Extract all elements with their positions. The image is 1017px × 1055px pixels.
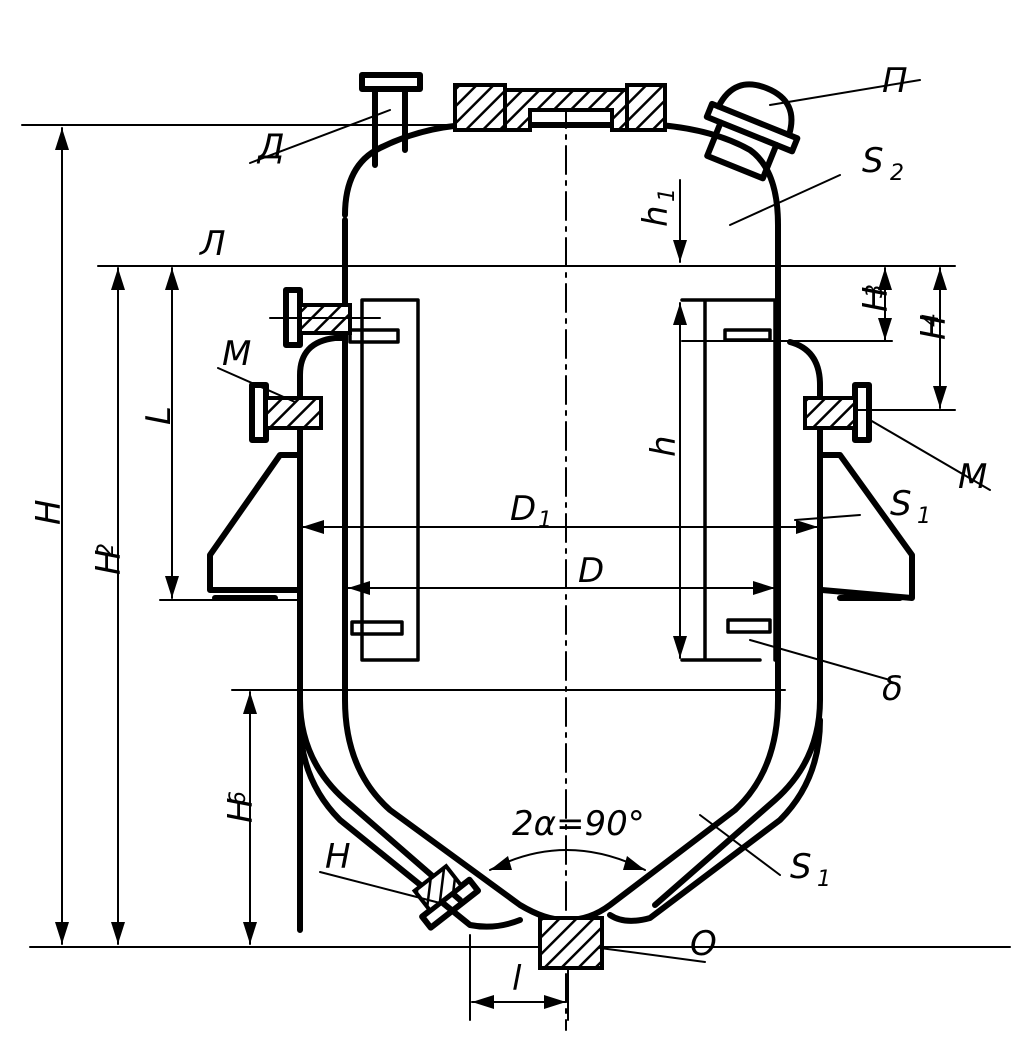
- label-d-top: Д: [256, 127, 285, 167]
- label-angle: 2α=90°: [512, 804, 645, 844]
- nozzle-m-left: [249, 382, 323, 443]
- top-head: [342, 122, 781, 228]
- label-h4-sub: 4: [919, 313, 944, 327]
- label-h1-sub: 1: [655, 188, 680, 202]
- nozzle-m-right: [803, 382, 872, 443]
- label-s1-bot-sub: 1: [817, 867, 831, 892]
- label-h-total: H: [29, 499, 69, 525]
- manhole-flange-left: [453, 83, 507, 132]
- label-delta: δ: [882, 669, 903, 709]
- label-h1: h: [636, 205, 676, 227]
- label-l-small: l: [512, 959, 522, 999]
- support-left: [207, 452, 301, 601]
- label-d1: D: [510, 489, 536, 529]
- label-m-right: М: [958, 457, 987, 497]
- labels: П Д S 2 h 1 Л H 3 H 4 М L h М D 1 S 1 H …: [29, 61, 987, 999]
- label-m-left: М: [222, 334, 251, 374]
- label-h6: H: [221, 797, 261, 823]
- label-h3: H: [856, 286, 896, 312]
- support-right: [819, 452, 915, 601]
- label-s2: S: [862, 141, 884, 181]
- manhole-flange-right: [625, 83, 667, 132]
- reference-lines: [21, 124, 1011, 1021]
- label-h6-sub: 6: [226, 791, 251, 805]
- dimension-lines: [61, 79, 991, 1003]
- label-h-nozzle: Н: [325, 837, 351, 877]
- label-l-nozzle: Л: [198, 224, 226, 264]
- label-h3-sub: 3: [863, 284, 888, 298]
- label-h-dim: h: [644, 435, 684, 457]
- label-s2-sub: 2: [890, 161, 904, 186]
- nozzle-o: [538, 916, 604, 970]
- dimension-arrows: [55, 128, 947, 1009]
- jacket-cone: [297, 697, 823, 930]
- sight-glass-p: [703, 81, 801, 182]
- label-o-nozzle: О: [690, 924, 717, 964]
- label-d1-sub: 1: [538, 508, 552, 533]
- label-s1-bot: S: [790, 847, 812, 887]
- nozzle-d-pipe: [372, 87, 408, 168]
- label-s1-mid-sub: 1: [917, 504, 931, 529]
- label-l-dim: L: [139, 406, 179, 425]
- manhole-cover: [503, 88, 629, 132]
- label-h4: H: [914, 314, 954, 340]
- label-h2-sub: 2: [94, 543, 119, 557]
- label-p: П: [882, 61, 908, 101]
- nozzle-d-flange: [359, 72, 423, 92]
- inner-coils: [348, 298, 777, 662]
- label-d: D: [578, 551, 604, 591]
- label-h2: H: [89, 549, 129, 575]
- label-s1-mid: S: [890, 484, 912, 524]
